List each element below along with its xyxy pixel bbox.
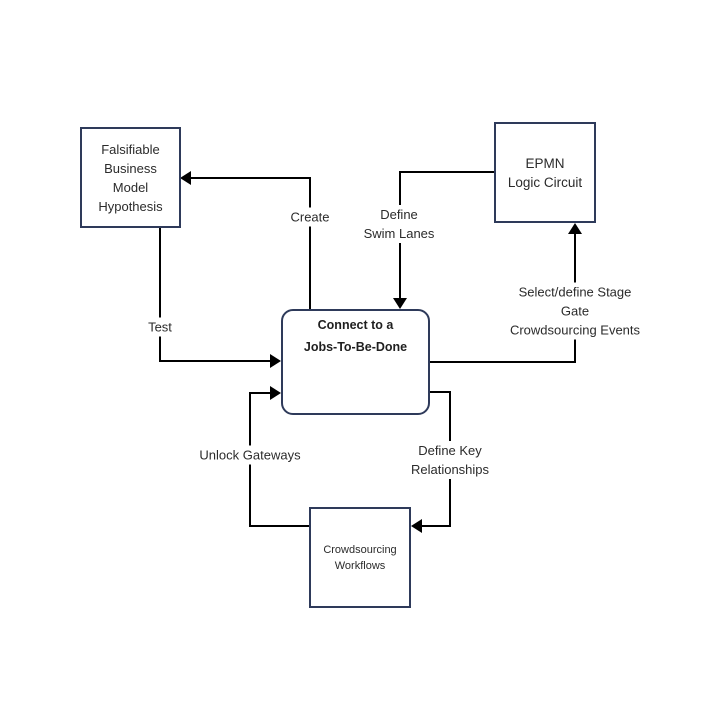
arrowhead-define-swim-lanes xyxy=(393,298,407,309)
arrowhead-select-stage-gate xyxy=(568,223,582,234)
node-crowdsourcing-workflows[interactable]: Crowdsourcing Workflows xyxy=(309,507,411,608)
node-center-label: Connect to a Jobs-To-Be-Done xyxy=(303,318,408,354)
connector-define-swim-lanes xyxy=(399,171,494,299)
arrowhead-test xyxy=(270,354,281,368)
connector-create xyxy=(190,177,311,309)
edge-label-define-swim-lanes: Define Swim Lanes xyxy=(361,205,437,243)
edge-label-unlock-gateways: Unlock Gateways xyxy=(197,445,303,465)
node-epmn-logic-circuit[interactable]: EPMN Logic Circuit xyxy=(494,122,596,223)
node-hypothesis[interactable]: Falsifiable Business Model Hypothesis xyxy=(80,127,181,228)
connector-test xyxy=(159,228,271,362)
edge-label-test: Test xyxy=(146,317,174,337)
node-workflows-label: Crowdsourcing Workflows xyxy=(323,543,397,572)
arrowhead-define-key-relationships xyxy=(411,519,422,533)
edge-label-create: Create xyxy=(288,207,332,227)
arrowhead-create xyxy=(180,171,191,185)
node-jobs-to-be-done[interactable]: Connect to a Jobs-To-Be-Done xyxy=(281,309,430,415)
node-hypothesis-label: Falsifiable Business Model Hypothesis xyxy=(98,141,163,214)
connector-select-stage-gate xyxy=(430,233,576,363)
arrowhead-unlock-gateways xyxy=(270,386,281,400)
edge-label-select-stage-gate: Select/define Stage Gate Crowdsourcing E… xyxy=(502,282,648,340)
edge-label-define-key-relationships: Define Key Relationships xyxy=(408,441,492,479)
node-epmn-label: EPMN Logic Circuit xyxy=(507,155,583,190)
